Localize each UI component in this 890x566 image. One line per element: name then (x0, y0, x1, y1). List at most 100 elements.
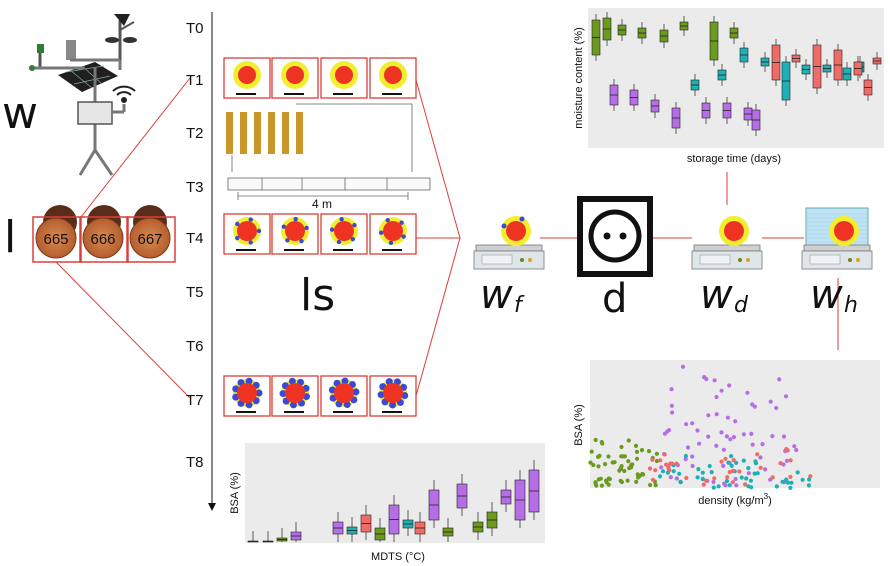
slice-t4-2 (271, 213, 319, 255)
density-point-135 (800, 477, 805, 482)
connector-log-t1 (80, 77, 191, 218)
moisture-box-1 (591, 14, 601, 61)
moisture-box-31 (863, 74, 873, 101)
timeline-label-t8: T8 (186, 454, 204, 471)
moisture-box-26 (771, 39, 781, 86)
density-point-206 (653, 468, 658, 473)
svg-text:w: w (480, 272, 513, 318)
density-point-179 (650, 457, 655, 462)
moisture-box-17 (690, 74, 700, 96)
log-slices-label: ls (300, 270, 335, 321)
timeline-axis (208, 12, 216, 511)
density-point-177 (755, 452, 760, 457)
log-665: 665 (32, 216, 82, 263)
density-point-178 (770, 475, 775, 480)
density-point-162 (734, 460, 739, 465)
density-point-24 (620, 454, 626, 459)
slice-stack-icon (226, 112, 303, 154)
moisture-chart: storage time (days) moisture content (%) (573, 8, 884, 165)
density-point-7 (633, 443, 639, 448)
density-point-60 (646, 449, 652, 454)
density-point-50 (629, 465, 634, 470)
density-point-54 (637, 474, 642, 479)
density-point-19 (626, 459, 631, 464)
density-point-29 (591, 462, 596, 468)
density-point-113 (725, 415, 731, 420)
density-point-167 (724, 478, 730, 484)
slice-t4-3 (320, 213, 368, 255)
density-point-100 (752, 404, 757, 409)
mdts-box-12 (428, 480, 440, 528)
density-point-170 (788, 485, 793, 490)
density-point-42 (610, 460, 615, 465)
density-point-201 (666, 466, 671, 471)
density-point-86 (781, 434, 787, 439)
moisture-box-4 (637, 22, 647, 44)
connectors-slices-wf (415, 79, 839, 397)
density-point-53 (589, 449, 594, 454)
mdts-box-5 (332, 512, 344, 542)
density-point-120 (712, 378, 717, 383)
density-point-160 (746, 466, 751, 471)
density-point-159 (695, 475, 700, 480)
density-point-34 (619, 464, 624, 469)
density-point-134 (707, 463, 712, 469)
density-point-169 (683, 453, 689, 459)
svg-text:f: f (514, 293, 525, 318)
density-point-31 (654, 458, 660, 464)
density-point-71 (721, 463, 726, 468)
density-point-76 (669, 387, 674, 392)
density-point-149 (727, 483, 732, 488)
density-point-144 (739, 475, 744, 480)
moisture-box-27 (791, 49, 801, 68)
slice-t7-2 (271, 375, 319, 417)
scale-fresh-weight-icon (473, 216, 545, 270)
density-point-43 (603, 462, 608, 467)
density-point-84 (784, 458, 790, 463)
density-chart: density (kg/m3) BSA (%) (573, 360, 880, 507)
moisture-box-7 (709, 16, 719, 66)
mdts-box-4 (290, 522, 302, 542)
density-point-164 (729, 454, 734, 459)
density-point-80 (733, 476, 738, 482)
density-point-59 (625, 478, 630, 483)
density-point-70 (659, 465, 664, 470)
density-point-16 (634, 456, 640, 461)
mdts-box-1 (247, 531, 259, 543)
density-point-141 (744, 476, 749, 481)
density-point-114 (714, 443, 719, 448)
moisture-box-5 (659, 24, 669, 48)
density-point-199 (788, 474, 793, 479)
density-point-124 (706, 413, 711, 418)
density-point-185 (662, 452, 667, 457)
moisture-box-9 (609, 79, 619, 111)
density-point-207 (727, 470, 732, 475)
mdts-box-16 (486, 502, 498, 536)
density-point-152 (696, 467, 701, 472)
density-point-66 (680, 364, 686, 369)
moisture-box-24 (842, 62, 852, 86)
density-point-101 (685, 445, 691, 450)
density-point-57 (599, 440, 604, 445)
density-point-125 (760, 442, 765, 447)
density-point-147 (716, 484, 721, 489)
density-point-148 (774, 484, 779, 489)
moisture-boxplots (591, 12, 882, 136)
density-point-64 (690, 421, 695, 426)
log-slices (223, 57, 417, 417)
density-point-17 (599, 483, 605, 488)
svg-text:h: h (844, 293, 858, 318)
mdts-box-9 (388, 495, 400, 542)
log-label-667: 667 (137, 231, 162, 248)
density-point-140 (709, 470, 714, 475)
density-point-41 (626, 438, 631, 443)
density-point-133 (700, 470, 705, 475)
density-point-105 (683, 457, 688, 462)
density-point-118 (783, 394, 789, 399)
density-point-55 (634, 479, 639, 484)
log-label-665: 665 (43, 231, 68, 248)
density-point-48 (594, 483, 599, 488)
density-point-83 (750, 442, 755, 447)
wh-label: w h (810, 272, 858, 318)
moisture-box-23 (822, 59, 832, 78)
